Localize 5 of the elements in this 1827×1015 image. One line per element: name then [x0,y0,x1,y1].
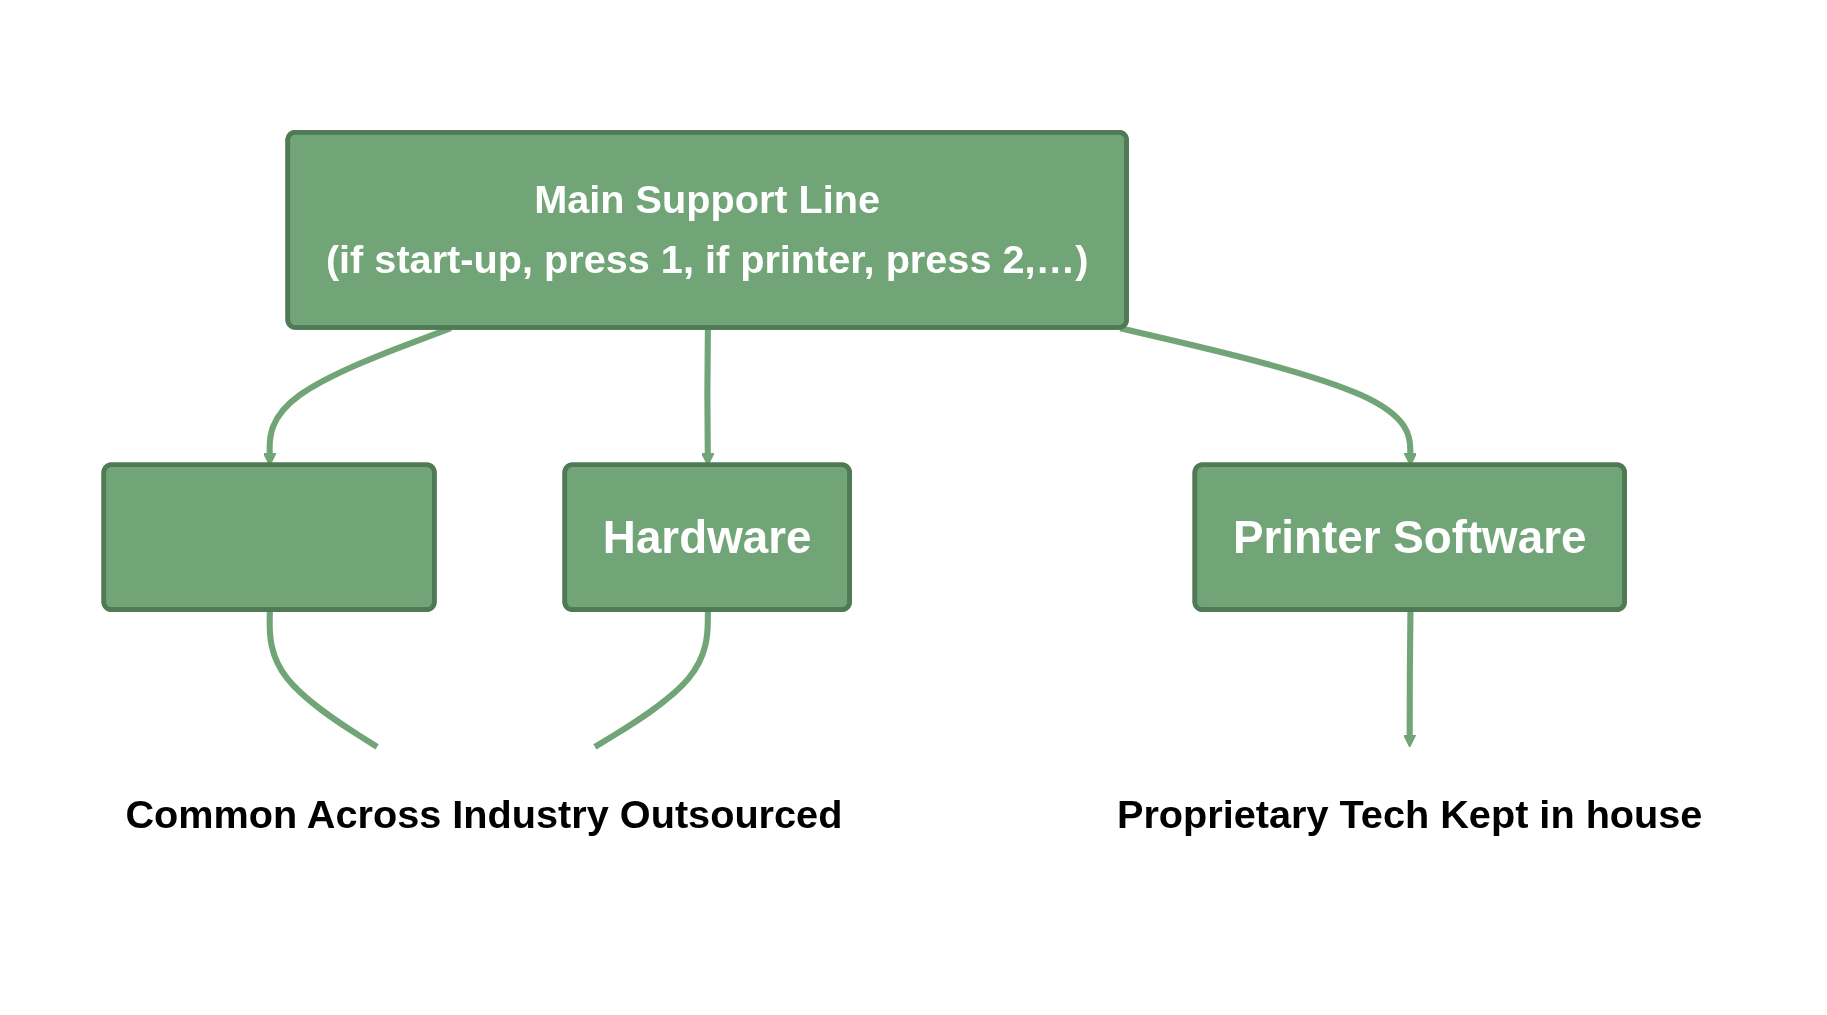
node-text: Common Across Industry Outsourced [125,791,842,837]
connector [266,610,379,750]
arrow [1402,610,1416,748]
connector [592,610,711,750]
node-text: Proprietary Tech Kept in house [1116,791,1702,837]
